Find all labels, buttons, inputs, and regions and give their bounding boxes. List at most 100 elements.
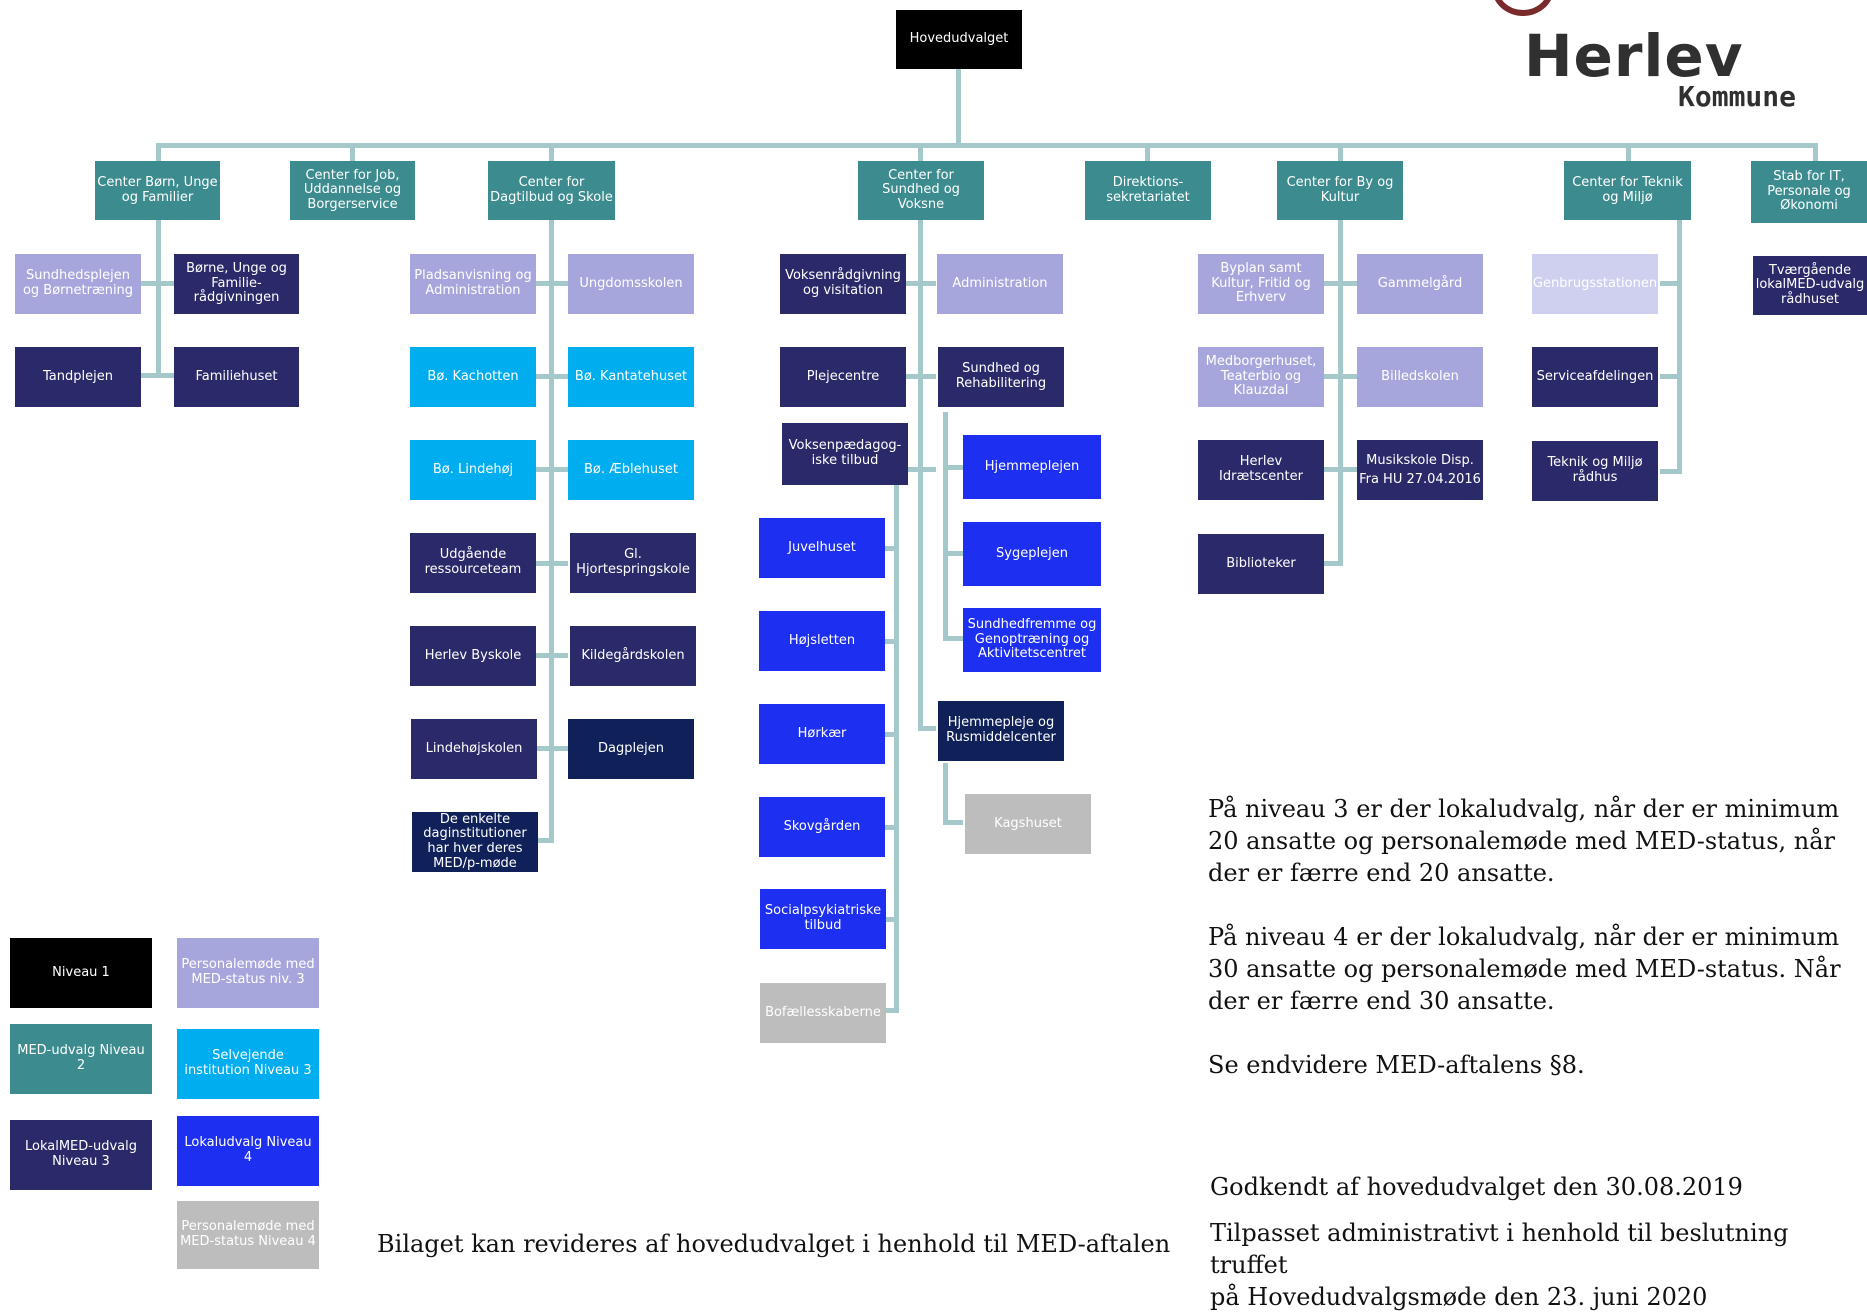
box-label: Børne, Unge og Familie-rådgivningen [186, 261, 287, 306]
connector-line [943, 763, 948, 825]
legend-label: Personalemøde med MED-status Niveau 4 [180, 1219, 316, 1249]
box-label: Serviceafdelingen [1536, 368, 1654, 384]
sundhedfremme-box: Sundhedfremme og Genoptræning og Aktivit… [963, 608, 1101, 672]
connector-line [156, 143, 1818, 148]
center-teknik-box: Center for Teknik og Miljø [1564, 161, 1691, 220]
kildegaard-box: Kildegårdskolen [570, 626, 696, 686]
tandplejen-box: Tandplejen [15, 347, 141, 407]
connector-line [549, 220, 554, 843]
hoejsletten-box: Højsletten [759, 611, 885, 671]
administration-box: Administration [937, 254, 1063, 314]
sundhed-rehab-box: Sundhed og Rehabilitering [938, 347, 1064, 407]
box-label: Stab for IT, Personale og Økonomi [1767, 169, 1851, 214]
box-label: Center for Dagtilbud og Skole [490, 174, 613, 205]
skovgaarden-box: Skovgården [759, 797, 885, 857]
sundhedsplejen-box: Sundhedsplejen og Børnetræning [15, 254, 141, 314]
box-label: Billedskolen [1381, 368, 1459, 384]
connector-line [1338, 220, 1343, 566]
connector-line [943, 820, 963, 825]
box-label: Sygeplejen [996, 545, 1068, 561]
juvelhuset-box: Juvelhuset [759, 518, 885, 578]
legend-label: MED-udvalg Niveau 2 [17, 1043, 145, 1073]
box-label: Lindehøjskolen [425, 740, 523, 756]
box-label: Tandplejen [43, 368, 113, 384]
connector-line [1660, 374, 1682, 379]
hjortespring-box: Gl. Hjortespringskole [570, 533, 696, 593]
hjemmeplejen-box: Hjemmeplejen [963, 435, 1101, 499]
box-label: Bø. Kachotten [427, 368, 519, 384]
dagplejen-box: Dagplejen [568, 719, 694, 779]
familiehuset-box: Familiehuset [174, 347, 299, 407]
connector-line [536, 653, 568, 658]
connector-line [943, 551, 963, 556]
biblioteker-box: Biblioteker [1198, 534, 1324, 594]
boerne-raadgivning-box: Børne, Unge og Familie-rådgivningen [174, 254, 299, 314]
box-label: Hørkær [797, 725, 847, 741]
billedskolen-box: Billedskolen [1357, 347, 1483, 407]
connector-line [904, 281, 936, 286]
connector-line [884, 825, 899, 830]
connector-line [884, 639, 899, 644]
musikskole-box: Musikskole Disp. Fra HU 27.04.2016 [1357, 440, 1483, 500]
connector-line [1338, 143, 1343, 163]
box-label: Kagshuset [994, 815, 1062, 831]
tvaergaaende-box: Tværgående lokalMED-udvalg rådhuset [1753, 256, 1867, 315]
center-boern-box: Center Børn, Unge og Familier [95, 161, 220, 220]
center-by-kultur-box: Center for By og Kultur [1277, 161, 1403, 220]
legend-selvejende: Selvejende institution Niveau 3 [177, 1029, 319, 1099]
connector-line [904, 374, 936, 379]
box-label: Biblioteker [1226, 555, 1296, 571]
teknik-raadhus-box: Teknik og Miljø rådhus [1532, 441, 1658, 501]
connector-line [141, 373, 177, 378]
note-niveau-4: På niveau 4 er der lokaludvalg, når der … [1208, 923, 1841, 1015]
legend-label: LokalMED-udvalg Niveau 3 [25, 1139, 137, 1169]
connector-line [1677, 220, 1682, 474]
herlev-emblem-icon [1492, 0, 1554, 16]
legend-label: Selvejende institution Niveau 3 [184, 1048, 312, 1078]
center-dagtilbud-box: Center for Dagtilbud og Skole [488, 161, 615, 220]
box-label: Udgående ressourceteam [424, 547, 522, 577]
connector-line [1324, 374, 1358, 379]
connector-line [1660, 281, 1682, 286]
direktions-box: Direktions-sekretariatet [1085, 161, 1211, 220]
connector-line [1660, 469, 1682, 474]
connector-line [943, 636, 963, 641]
box-label: Voksenrådgivning og visitation [785, 268, 901, 298]
connector-line [884, 732, 899, 737]
note-revision: Bilaget kan revideres af hovedudvalget i… [377, 1230, 1171, 1258]
center-job-box: Center for Job, Uddannelse og Borgerserv… [290, 161, 415, 220]
box-label: Højsletten [788, 632, 856, 648]
org-chart: Herlev Kommune Hove [10, 0, 1867, 1311]
genbrug-box: Genbrugsstationen [1532, 254, 1658, 314]
kachotten-box: Bø. Kachotten [410, 347, 536, 407]
box-label: Center for Teknik og Miljø [1572, 174, 1683, 205]
box-label: Musikskole Disp. Fra HU 27.04.2016 [1359, 452, 1481, 488]
legend-label: Personalemøde med MED-status niv. 3 [181, 957, 315, 987]
box-label: Socialpsykiatriske tilbud [764, 903, 882, 933]
box-label: Sundhed og Rehabilitering [955, 361, 1047, 391]
box-label: Herlev Byskole [424, 647, 522, 663]
sygeplejen-box: Sygeplejen [963, 522, 1101, 586]
box-label: Plejecentre [806, 368, 880, 384]
legend-niveau-1: Niveau 1 [10, 938, 152, 1008]
hjemmepleje-rus-box: Hjemmepleje og Rusmiddelcenter [938, 701, 1064, 761]
box-label: Bø. Lindehøj [432, 461, 514, 477]
connector-line [918, 220, 923, 731]
lindehoejskolen-box: Lindehøjskolen [411, 719, 537, 779]
connector-line [536, 561, 568, 566]
box-label: Hjemmeplejen [984, 458, 1080, 474]
aeblehuset-box: Bø. Æblehuset [568, 440, 694, 500]
hovedudvalget-box: Hovedudvalget [896, 10, 1022, 69]
connector-line [536, 746, 568, 751]
byplan-box: Byplan samt Kultur, Fritid og Erhverv [1198, 254, 1324, 314]
connector-line [956, 68, 961, 146]
box-label: Byplan samt Kultur, Fritid og Erhverv [1211, 261, 1311, 306]
hoerkaer-box: Hørkær [759, 704, 885, 764]
box-label: Genbrugsstationen [1532, 275, 1658, 291]
connector-line [1626, 143, 1631, 163]
gammelgaard-box: Gammelgård [1357, 254, 1483, 314]
connector-line [156, 220, 161, 378]
connector-line [904, 467, 936, 472]
legend-label: Lokaludvalg Niveau 4 [184, 1135, 312, 1165]
byskole-box: Herlev Byskole [410, 626, 536, 686]
